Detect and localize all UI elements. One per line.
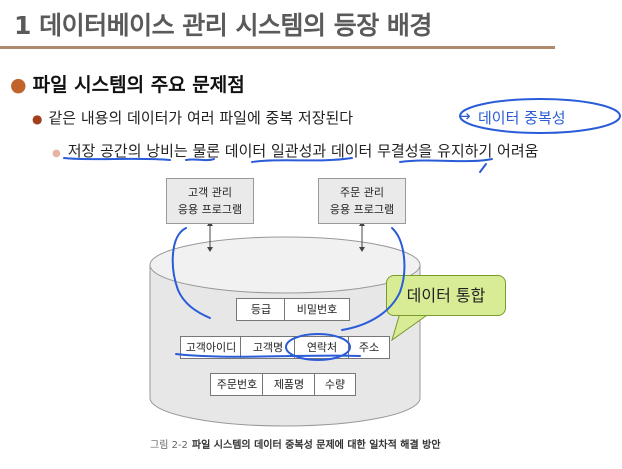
field-grade: 등급	[236, 298, 286, 321]
bullet-level1-text: 파일 시스템의 주요 문제점	[32, 74, 245, 96]
ink-underline-1	[63, 157, 171, 161]
ink-tick	[479, 163, 487, 173]
bullet-level3: ● 저장 공간의 낭비는 물론 데이터 일관성과 데이터 무결성을 유지하기 어려…	[52, 140, 538, 161]
field-address: 주소	[348, 336, 390, 359]
field-customer-id: 고객아이디	[180, 336, 242, 359]
app-customer-line2: 응용 프로그램	[177, 203, 243, 216]
slide-title: 1 데이터베이스 관리 시스템의 등장 배경	[14, 11, 432, 40]
bullet-dot-icon: ●	[52, 148, 61, 159]
title-divider	[0, 46, 555, 49]
caption-text: 파일 시스템의 데이터 중복성 문제에 대한 일차적 해결 방안	[191, 440, 441, 451]
field-order-number: 주문번호	[210, 373, 264, 396]
bullet-dot-icon: ●	[32, 112, 43, 126]
field-quantity: 수량	[314, 373, 356, 396]
app-order-line1: 주문 관리	[340, 186, 384, 199]
ink-oval-redundancy	[459, 98, 621, 134]
bullet-level3-text: 저장 공간의 낭비는 물론 데이터 일관성과 데이터 무결성을 유지하기 어려움	[67, 142, 539, 160]
ink-curve-order	[341, 227, 406, 331]
annotation-arrow: →	[458, 107, 471, 125]
bullet-level2: ● 같은 내용의 데이터가 여러 파일에 중복 저장된다	[32, 107, 353, 128]
app-order-box: 주문 관리 응용 프로그램	[318, 178, 406, 224]
ink-curve-customer	[171, 227, 211, 319]
app-order-line2: 응용 프로그램	[329, 203, 395, 216]
field-customer-name: 고객명	[240, 336, 296, 359]
caption-number: 그림 2-2	[150, 440, 188, 451]
ink-underline-row2	[175, 353, 361, 358]
app-customer-line1: 고객 관리	[188, 186, 232, 199]
field-contact: 연락처	[294, 336, 350, 359]
bullet-level2-text: 같은 내용의 데이터가 여러 파일에 중복 저장된다	[48, 109, 354, 127]
bullet-dot-icon: ●	[10, 74, 27, 96]
app-customer-box: 고객 관리 응용 프로그램	[166, 178, 254, 224]
cylinder-top	[149, 236, 421, 294]
field-password: 비밀번호	[284, 298, 350, 321]
ink-underline-3	[251, 157, 353, 163]
callout-data-integration: 데이터 통합	[386, 275, 506, 316]
bullet-level1: ●파일 시스템의 주요 문제점	[10, 70, 245, 97]
annotation-data-redundancy: 데이터 중복성	[478, 109, 566, 127]
ink-underline-2	[185, 158, 215, 162]
ink-underline-4	[399, 158, 493, 163]
ink-oval-contact	[285, 333, 351, 361]
